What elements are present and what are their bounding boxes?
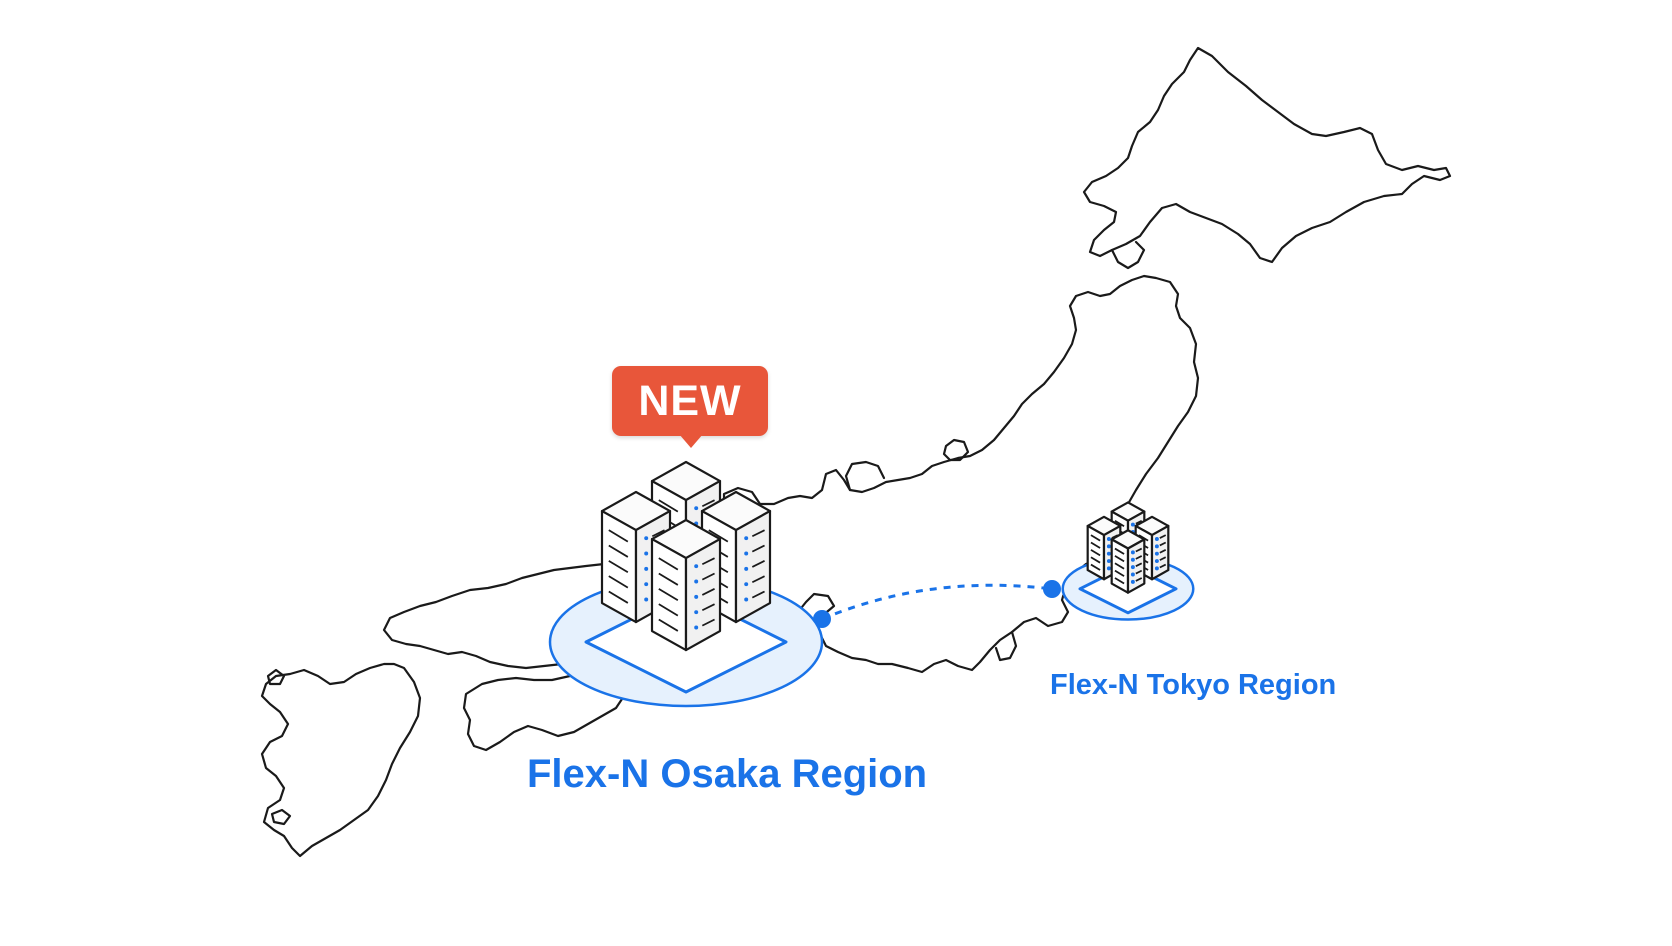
server-led xyxy=(694,506,699,511)
server-slot xyxy=(1135,519,1143,525)
server-slot xyxy=(1114,569,1125,577)
server-led xyxy=(644,566,649,571)
server-slot xyxy=(1114,519,1125,527)
server-slot xyxy=(651,529,665,538)
server-led xyxy=(1154,536,1159,541)
server-slot xyxy=(608,544,629,558)
server-led xyxy=(744,566,749,571)
server-slot xyxy=(1159,549,1167,554)
server-led xyxy=(744,551,749,556)
server-led xyxy=(1106,566,1111,571)
server-led xyxy=(744,536,749,541)
server-slot xyxy=(1159,563,1167,569)
server-led xyxy=(1130,579,1135,584)
server-slot xyxy=(1114,562,1125,570)
noto-peninsula xyxy=(844,460,886,492)
server-led xyxy=(1106,544,1111,549)
shikoku-outline xyxy=(462,672,626,752)
server-slot xyxy=(701,557,715,566)
server-led xyxy=(694,579,699,584)
server-led xyxy=(644,582,649,587)
server-led xyxy=(1130,565,1135,570)
server-led xyxy=(1106,551,1111,556)
server-led xyxy=(1130,572,1135,577)
server-tower xyxy=(1110,529,1146,594)
new-badge-pointer xyxy=(679,434,703,448)
new-badge: NEW xyxy=(612,366,768,436)
server-led xyxy=(694,625,699,630)
server-slot xyxy=(1135,547,1143,553)
server-slot xyxy=(1090,556,1101,564)
server-slot xyxy=(1135,569,1143,575)
region-connection-line xyxy=(821,583,1053,621)
server-slot xyxy=(751,544,765,553)
server-slot xyxy=(701,588,715,596)
server-slot xyxy=(1090,549,1101,557)
server-slot xyxy=(1114,577,1125,585)
tokyo-region-label: Flex-N Tokyo Region xyxy=(1050,669,1337,701)
server-slot xyxy=(701,572,715,581)
server-slot xyxy=(608,590,629,604)
server-slot xyxy=(1135,555,1143,560)
osaka-region-label: Flex-N Osaka Region xyxy=(527,752,928,796)
server-led xyxy=(694,564,699,569)
server-slot xyxy=(658,603,679,617)
server-slot xyxy=(751,590,765,599)
server-slot xyxy=(1135,577,1143,582)
server-led xyxy=(744,597,749,602)
server-led xyxy=(1154,559,1159,564)
sado-island xyxy=(942,438,970,462)
kyushu-islet-1 xyxy=(266,668,286,686)
izu-peninsula xyxy=(994,630,1018,662)
hokkaido-peninsula xyxy=(1110,240,1146,270)
server-slot xyxy=(1159,556,1167,561)
server-slot xyxy=(658,588,679,602)
server-slot xyxy=(701,618,715,627)
server-led xyxy=(694,610,699,615)
server-led xyxy=(1130,550,1135,555)
server-led xyxy=(1106,559,1111,564)
server-led xyxy=(1106,536,1111,541)
osaka-datacenter-icon xyxy=(548,460,824,708)
server-slot xyxy=(1114,547,1125,555)
server-tower xyxy=(650,518,722,652)
server-led xyxy=(1130,522,1135,527)
tokyo-datacenter-icon xyxy=(1061,501,1195,621)
server-slot xyxy=(1090,534,1101,542)
kyushu-islet-2 xyxy=(270,808,292,826)
server-slot xyxy=(608,529,629,543)
server-slot xyxy=(751,560,765,568)
server-led xyxy=(644,551,649,556)
server-slot xyxy=(701,603,715,612)
server-slot xyxy=(751,575,765,584)
server-slot xyxy=(1090,563,1101,571)
server-slot xyxy=(1135,562,1143,567)
kyushu-outline xyxy=(260,662,422,858)
server-led xyxy=(644,536,649,541)
server-led xyxy=(1130,557,1135,562)
server-slot xyxy=(1159,541,1167,547)
server-led xyxy=(1154,544,1159,549)
server-slot xyxy=(1114,555,1125,563)
server-slot xyxy=(658,557,679,571)
server-slot xyxy=(708,529,729,543)
server-slot xyxy=(1159,534,1167,539)
server-slot xyxy=(701,499,715,508)
server-slot xyxy=(658,572,679,586)
server-slot xyxy=(658,499,679,513)
server-led xyxy=(1154,566,1159,571)
server-led xyxy=(1154,551,1159,556)
server-led xyxy=(694,594,699,599)
server-slot xyxy=(608,560,629,574)
server-slot xyxy=(1090,541,1101,549)
server-slot xyxy=(658,618,679,632)
server-slot xyxy=(608,575,629,589)
server-led xyxy=(644,597,649,602)
server-led xyxy=(744,582,749,587)
hokkaido-outline xyxy=(1082,46,1452,264)
server-slot xyxy=(751,529,765,538)
tokyo-link-endpoint xyxy=(1043,580,1061,598)
